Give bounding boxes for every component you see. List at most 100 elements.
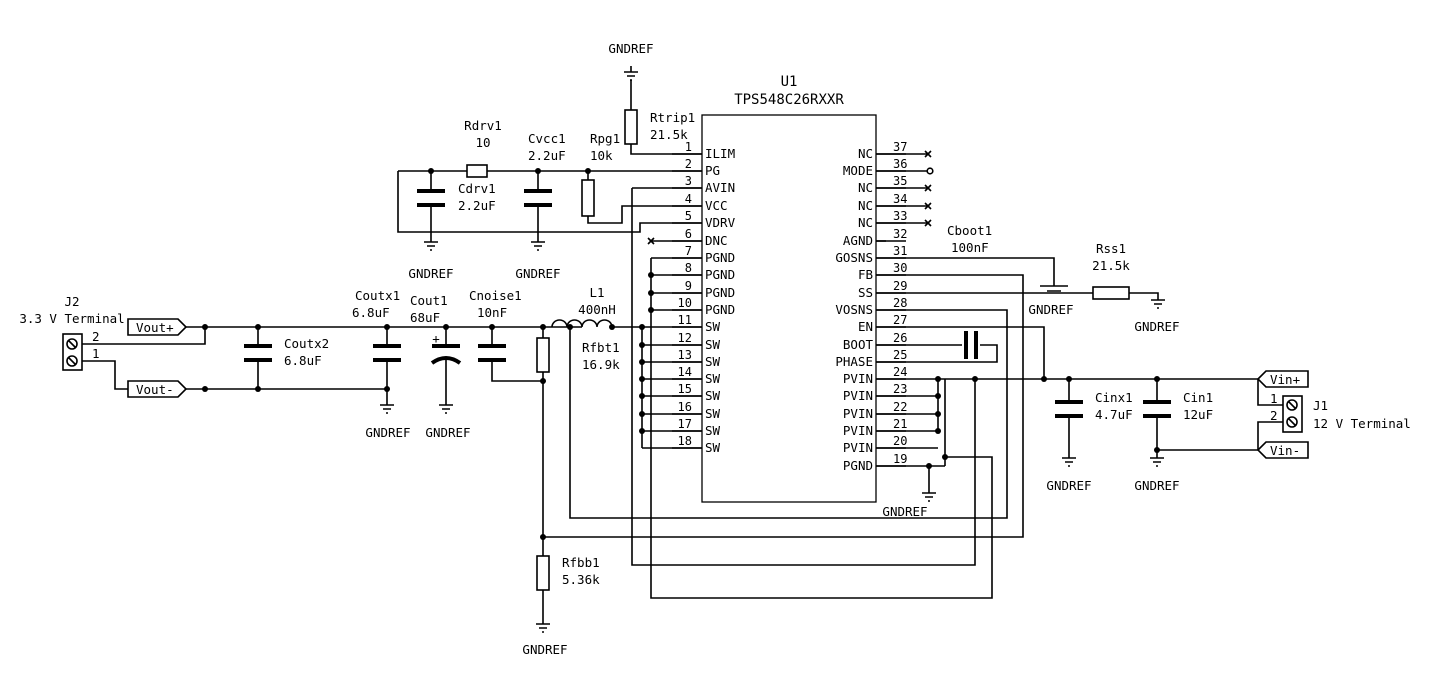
junction-dot [639,428,645,434]
u1-pin-name: PVIN [843,388,873,403]
cin1-value: 12uF [1183,407,1213,422]
capacitor-coutx2[interactable]: Coutx2 6.8uF [244,336,329,368]
resistor-rfbb1[interactable]: Rfbb1 5.36k [536,555,600,591]
gnd-label: GNDREF [365,425,410,440]
resistor-rtrip1[interactable]: Rtrip1 21.5k [624,109,695,145]
vin-minus-label: Vin- [1270,443,1300,458]
capacitor-cdrv1[interactable]: Cdrv1 2.2uF [417,181,496,213]
u1-pin-number: 13 [678,348,692,362]
u1-pin-number: 29 [893,279,907,293]
capacitor-cinx1[interactable]: Cinx1 4.7uF [1055,390,1133,422]
port-vout-plus[interactable]: Vout+ [127,318,188,336]
u1-pin-name: AGND [843,233,873,248]
terminal-j1[interactable]: 1 2 J1 12 V Terminal [1270,391,1411,433]
u1-pin-name: SW [705,406,721,421]
capacitor-cin1[interactable]: Cin1 12uF [1143,390,1213,422]
u1-pin-name: DNC [705,233,728,248]
resistor-rpg1[interactable]: Rpg1 10k [581,131,620,217]
resistor-rss1[interactable]: Rss1 21.5k [1092,241,1130,300]
u1-body [701,114,877,503]
junction-dot [255,386,261,392]
u1-pin-number: 3 [685,174,692,188]
junction-dot [935,411,941,417]
u1-pin-name: FB [858,267,873,282]
terminal-j2[interactable]: 2 1 J2 3.3 V Terminal [19,294,125,371]
ground-cin1: GNDREF [1134,457,1180,493]
u1-pin-name: SW [705,388,721,403]
capacitor-coutx1[interactable]: Coutx1 6.8uF [352,288,401,362]
junction-dot [535,168,541,174]
gnd-label: GNDREF [515,266,560,281]
l1-ref: L1 [589,285,604,300]
u1-ref: U1 [781,74,798,90]
capacitor-cnoise1[interactable]: Cnoise1 10nF [469,288,522,362]
gnd-label: GNDREF [1028,302,1073,317]
cdrv1-value: 2.2uF [458,198,496,213]
inductor-l1[interactable]: L1 400nH [551,285,616,328]
u1-pin-number: 16 [678,400,692,414]
cnoise1-ref: Cnoise1 [469,288,522,303]
u1-pin-number: 7 [685,244,692,258]
junctions [202,168,1160,540]
gnd-label: GNDREF [1046,478,1091,493]
u1-pin-name: SW [705,440,721,455]
u1-pin-name: SW [705,423,721,438]
junction-dot [639,411,645,417]
port-vin-plus[interactable]: Vin+ [1256,370,1309,388]
gnd-label: GNDREF [522,642,567,657]
junction-dot [935,376,941,382]
j2-value: 3.3 V Terminal [19,311,124,326]
port-vin-minus[interactable]: Vin- [1256,441,1309,459]
resistor-rdrv1[interactable]: Rdrv1 10 [464,118,502,178]
cout1-ref: Cout1 [410,293,448,308]
vout-minus-label: Vout- [136,382,174,397]
junction-dot [1154,447,1160,453]
j1-pin2: 2 [1270,408,1278,423]
u1-pin-name: MODE [843,163,873,178]
u1-pin-name: PVIN [843,406,873,421]
junction-dot [384,386,390,392]
vin-plus-label: Vin+ [1270,372,1300,387]
port-vout-minus[interactable]: Vout- [127,380,188,398]
rpg1-value: 10k [590,148,613,163]
l1-value: 400nH [578,302,616,317]
junction-dot [567,324,573,330]
vout-plus-label: Vout+ [136,320,174,335]
u1-value: TPS548C26RXXR [734,92,844,108]
ground-rss1: GNDREF [1134,299,1180,334]
u1-pin-name: BOOT [843,337,874,352]
junction-dot [639,342,645,348]
u1-pin-number: 15 [678,382,692,396]
junction-dot [540,324,546,330]
u1-pin-number: 9 [685,279,692,293]
capacitor-cvcc1[interactable]: Cvcc1 2.2uF [524,131,566,207]
ground-cout1: GNDREF [425,404,471,440]
rdrv1-value: 10 [475,135,490,150]
u1-pin-number: 37 [893,140,907,154]
u1-pin-number: 35 [893,174,907,188]
capacitor-cout1[interactable]: + Cout1 68uF [410,293,462,365]
u1-pin-name: AVIN [705,180,735,195]
rpg1-ref: Rpg1 [590,131,620,146]
rss1-ref: Rss1 [1096,241,1126,256]
junction-dot [1041,376,1047,382]
junction-dot [648,272,654,278]
cnoise1-value: 10nF [477,305,507,320]
cvcc1-value: 2.2uF [528,148,566,163]
u1-pin-number: 17 [678,417,692,431]
resistor-rfbt1[interactable]: Rfbt1 16.9k [536,337,620,373]
ground-rfbb1: GNDREF [522,623,568,657]
ground-rtrip1: GNDREF [608,41,654,81]
u1-pin-number: 20 [893,434,907,448]
u1-pin-name: SS [858,285,873,300]
junction-dot [1066,376,1072,382]
j1-pin1: 1 [1270,391,1278,406]
u1-pin-number: 1 [685,140,692,154]
rfbb1-ref: Rfbb1 [562,555,600,570]
u1-pin-name: PVIN [843,440,873,455]
u1-pin-number: 4 [685,192,692,206]
coutx2-ref: Coutx2 [284,336,329,351]
capacitor-cboot1[interactable]: Cboot1 100nF [947,223,992,359]
